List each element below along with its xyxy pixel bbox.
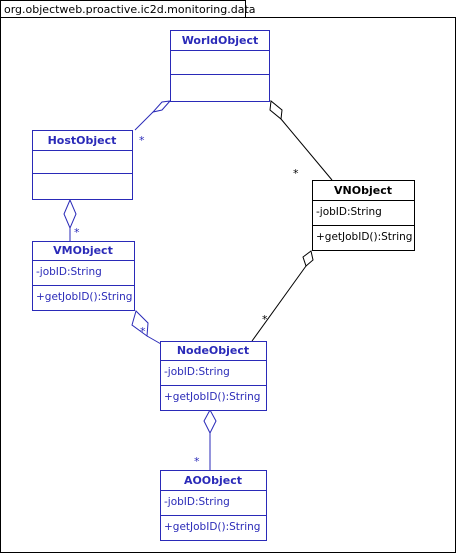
aggregation-diamond-world-host [151,100,172,113]
class-operation: +getJobID():String [164,521,260,533]
class-operation: +getJobID():String [164,391,260,403]
class-host-object[interactable]: HostObject [32,130,133,200]
class-name: VNObject [334,184,392,197]
aggregation-diamond-vn-node [302,250,314,267]
aggregation-diamond-host-vm [63,198,77,230]
class-name: HostObject [48,134,117,147]
class-ao-object[interactable]: AOObject -jobID:String +getJobID():Strin… [160,470,267,541]
class-vm-object[interactable]: VMObject -jobID:String +getJobID():Strin… [32,241,135,311]
class-name: AOObject [184,474,242,487]
multiplicity-host-vm: * [74,226,80,239]
multiplicity-vm-node: * [140,325,146,338]
multiplicity-vn-node: * [262,313,268,326]
class-attribute: -jobID:String [36,266,102,278]
class-operation: +getJobID():String [316,231,412,243]
aggregation-diamonds [63,100,314,435]
multiplicity-world-host: * [139,134,145,147]
class-vn-object[interactable]: VNObject -jobID:String +getJobID():Strin… [312,180,415,251]
associations [69,111,333,470]
multiplicity-world-vn: * [293,167,299,180]
class-name: VMObject [53,244,113,257]
association-vn-node [251,265,307,342]
class-attribute: -jobID:String [164,366,230,378]
aggregation-diamond-vm-node [131,310,149,337]
multiplicities: * * * * * * [74,134,299,468]
association-vm-node [146,335,162,345]
class-operation: +getJobID():String [36,291,132,303]
class-name: WorldObject [182,34,259,47]
package-name: org.objectweb.proactive.ic2d.monitoring.… [4,3,256,16]
aggregation-diamond-world-vn [269,100,283,120]
class-attribute: -jobID:String [316,206,382,218]
class-world-object[interactable]: WorldObject [170,30,270,102]
aggregation-diamond-node-ao [203,408,217,435]
association-world-vn [280,118,333,181]
multiplicity-node-ao: * [194,455,200,468]
class-node-object[interactable]: NodeObject -jobID:String +getJobID():Str… [160,341,267,411]
class-name: NodeObject [177,344,249,357]
association-world-host [134,111,154,131]
class-attribute: -jobID:String [164,496,230,508]
